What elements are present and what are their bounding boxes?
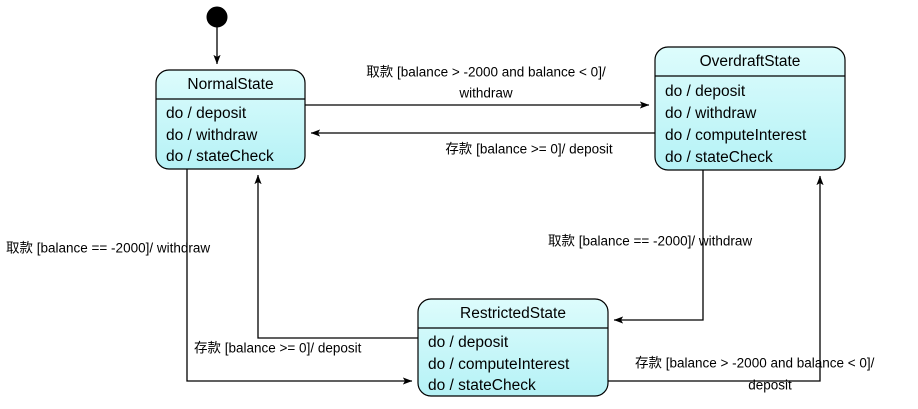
label-overdraft-to-restricted: 取款 [balance == -2000]/ withdraw — [548, 234, 752, 249]
transition-restricted-to-normal — [254, 174, 418, 339]
state-activity-normalstate-1: do / withdraw — [166, 127, 258, 144]
label-normal-to-overdraft-line1: 取款 [balance > -2000 and balance < 0]/ — [366, 65, 606, 80]
state-activity-normalstate-2: do / stateCheck — [166, 148, 274, 165]
transition-labels-layer: 取款 [balance > -2000 and balance < 0]/ wi… — [6, 65, 875, 393]
transition-normal-to-restricted — [186, 169, 413, 385]
state-activity-overdraftstate-2: do / computeInterest — [665, 127, 807, 144]
state-box-overdraftstate[interactable] — [654, 46, 846, 171]
initial-state-circle — [206, 6, 228, 28]
label-restricted-to-normal: 存款 [balance >= 0]/ deposit — [194, 341, 362, 356]
state-activity-overdraftstate-0: do / deposit — [665, 83, 746, 100]
label-restricted-to-overdraft-line2: deposit — [748, 378, 792, 393]
state-activity-restrictedstate-1: do / computeInterest — [428, 356, 570, 373]
state-activity-normalstate-0: do / deposit — [166, 105, 247, 122]
transition-overdraft-to-restricted — [613, 170, 704, 324]
state-activity-restrictedstate-2: do / stateCheck — [428, 377, 536, 394]
state-box-normalstate[interactable] — [155, 69, 306, 170]
state-box-restrictedstate[interactable] — [417, 298, 609, 397]
transitions-layer — [186, 101, 824, 385]
state-normalstate[interactable]: NormalState do / deposit do / withdraw d… — [155, 69, 306, 170]
state-title-restrictedstate: RestrictedState — [460, 305, 566, 322]
transition-restricted-to-overdraft — [608, 175, 824, 382]
state-activity-overdraftstate-3: do / stateCheck — [665, 149, 773, 166]
initial-pseudostate — [206, 6, 228, 65]
state-restrictedstate[interactable]: RestrictedState do / deposit do / comput… — [417, 298, 609, 397]
label-restricted-to-overdraft-line1: 存款 [balance > -2000 and balance < 0]/ — [635, 356, 875, 371]
label-normal-to-overdraft-line2: withdraw — [458, 86, 513, 101]
label-normal-to-restricted: 取款 [balance == -2000]/ withdraw — [6, 241, 210, 256]
state-overdraftstate[interactable]: OverdraftState do / deposit do / withdra… — [654, 46, 846, 171]
state-activity-overdraftstate-1: do / withdraw — [665, 105, 757, 122]
state-title-normalstate: NormalState — [187, 76, 273, 93]
state-title-overdraftstate: OverdraftState — [700, 53, 801, 70]
state-activity-restrictedstate-0: do / deposit — [428, 334, 509, 351]
label-overdraft-to-normal: 存款 [balance >= 0]/ deposit — [445, 142, 613, 157]
